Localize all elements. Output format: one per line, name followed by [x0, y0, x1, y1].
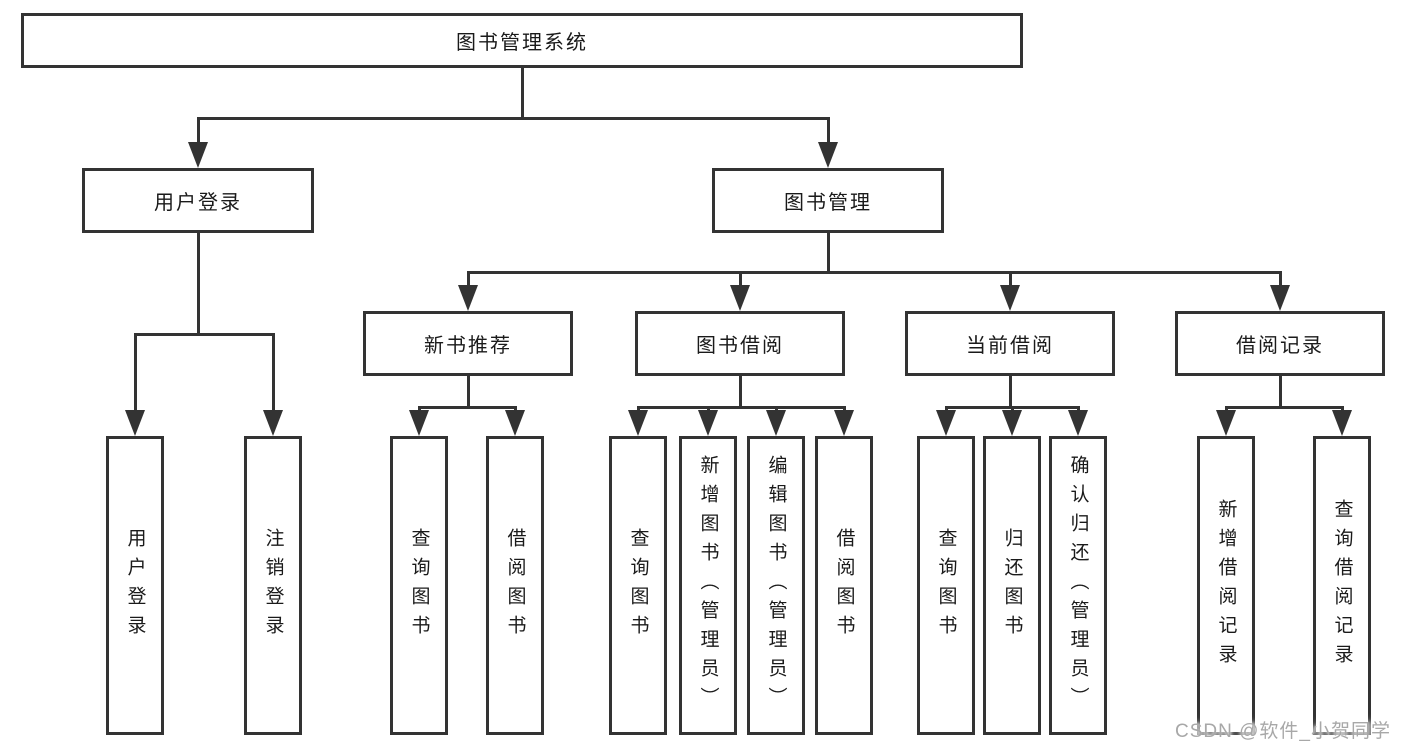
arrowhead-down-icon: [505, 410, 525, 436]
arrowhead-down-icon: [263, 410, 283, 436]
node-leaf-query-book-3: 查询图书: [917, 436, 975, 735]
edge-branch: [738, 272, 742, 291]
arrowhead-down-icon: [188, 142, 208, 168]
node-label: 编辑图书（管理员）: [765, 455, 787, 716]
node-label: 借阅图书: [504, 527, 526, 644]
node-leaf-query-book-2: 查询图书: [609, 436, 667, 735]
node-label: 借阅图书: [833, 527, 855, 644]
edge-fork: [133, 332, 275, 336]
csdn-watermark: CSDN @软件_小贺同学: [1175, 721, 1391, 742]
node-leaf-return-book: 归还图书: [983, 436, 1041, 735]
node-book-mgmt: 图书管理: [712, 168, 944, 233]
arrowhead-down-icon: [1002, 410, 1022, 436]
arrowhead-down-icon: [1270, 285, 1290, 311]
arrowhead-down-icon: [834, 410, 854, 436]
edge-branch: [826, 118, 830, 148]
arrowhead-down-icon: [818, 142, 838, 168]
arrowhead-down-icon: [936, 410, 956, 436]
arrowhead-down-icon: [1216, 410, 1236, 436]
edge-stem: [520, 66, 524, 120]
arrowhead-down-icon: [1068, 410, 1088, 436]
node-label: 图书管理系统: [456, 32, 588, 54]
node-current-borrow: 当前借阅: [905, 311, 1115, 376]
node-leaf-edit-book: 编辑图书（管理员）: [747, 436, 805, 735]
node-user-login: 用户登录: [82, 168, 314, 233]
node-label: 查询借阅记录: [1331, 498, 1353, 673]
node-leaf-query-book-1: 查询图书: [390, 436, 448, 735]
edge-branch: [1278, 272, 1282, 291]
edge-fork: [417, 405, 517, 409]
edge-fork: [636, 405, 846, 409]
node-leaf-add-record: 新增借阅记录: [1197, 436, 1255, 735]
node-label: 查询图书: [935, 527, 957, 644]
node-label: 用户登录: [124, 527, 146, 644]
node-label: 新增图书（管理员）: [697, 455, 719, 716]
arrowhead-down-icon: [698, 410, 718, 436]
arrowhead-down-icon: [409, 410, 429, 436]
node-leaf-confirm-return: 确认归还（管理员）: [1049, 436, 1107, 735]
node-new-book: 新书推荐: [363, 311, 573, 376]
edge-stem: [826, 231, 830, 274]
node-root: 图书管理系统: [21, 13, 1023, 68]
edge-stem: [1278, 374, 1282, 409]
node-leaf-login: 用户登录: [106, 436, 164, 735]
node-leaf-query-record: 查询借阅记录: [1313, 436, 1371, 735]
node-label: 新书推荐: [424, 335, 512, 357]
node-label: 图书借阅: [696, 335, 784, 357]
edge-stem: [1008, 374, 1012, 409]
node-label: 确认归还（管理员）: [1067, 455, 1089, 716]
node-leaf-borrow-book-1: 借阅图书: [486, 436, 544, 735]
arrowhead-down-icon: [125, 410, 145, 436]
arrowhead-down-icon: [458, 285, 478, 311]
edge-fork: [466, 270, 1282, 274]
node-label: 图书管理: [784, 192, 872, 214]
arrowhead-down-icon: [730, 285, 750, 311]
node-label: 新增借阅记录: [1215, 498, 1237, 673]
node-leaf-add-book: 新增图书（管理员）: [679, 436, 737, 735]
edge-branch: [133, 334, 137, 416]
edge-branch: [1008, 272, 1012, 291]
node-leaf-logout: 注销登录: [244, 436, 302, 735]
edge-stem: [466, 374, 470, 409]
arrowhead-down-icon: [1000, 285, 1020, 311]
edge-stem: [738, 374, 742, 409]
node-borrow-record: 借阅记录: [1175, 311, 1385, 376]
edge-stem: [196, 231, 200, 336]
node-label: 借阅记录: [1236, 335, 1324, 357]
edge-branch: [466, 272, 470, 291]
arrowhead-down-icon: [1332, 410, 1352, 436]
arrowhead-down-icon: [628, 410, 648, 436]
edge-fork: [1224, 405, 1344, 409]
edge-fork: [196, 116, 830, 120]
node-leaf-borrow-book-2: 借阅图书: [815, 436, 873, 735]
node-label: 当前借阅: [966, 335, 1054, 357]
node-label: 查询图书: [408, 527, 430, 644]
node-label: 用户登录: [154, 192, 242, 214]
node-label: 归还图书: [1001, 527, 1023, 644]
arrowhead-down-icon: [766, 410, 786, 436]
edge-branch: [271, 334, 275, 416]
node-label: 注销登录: [262, 527, 284, 644]
node-book-borrow: 图书借阅: [635, 311, 845, 376]
edge-branch: [196, 118, 200, 148]
node-label: 查询图书: [627, 527, 649, 644]
